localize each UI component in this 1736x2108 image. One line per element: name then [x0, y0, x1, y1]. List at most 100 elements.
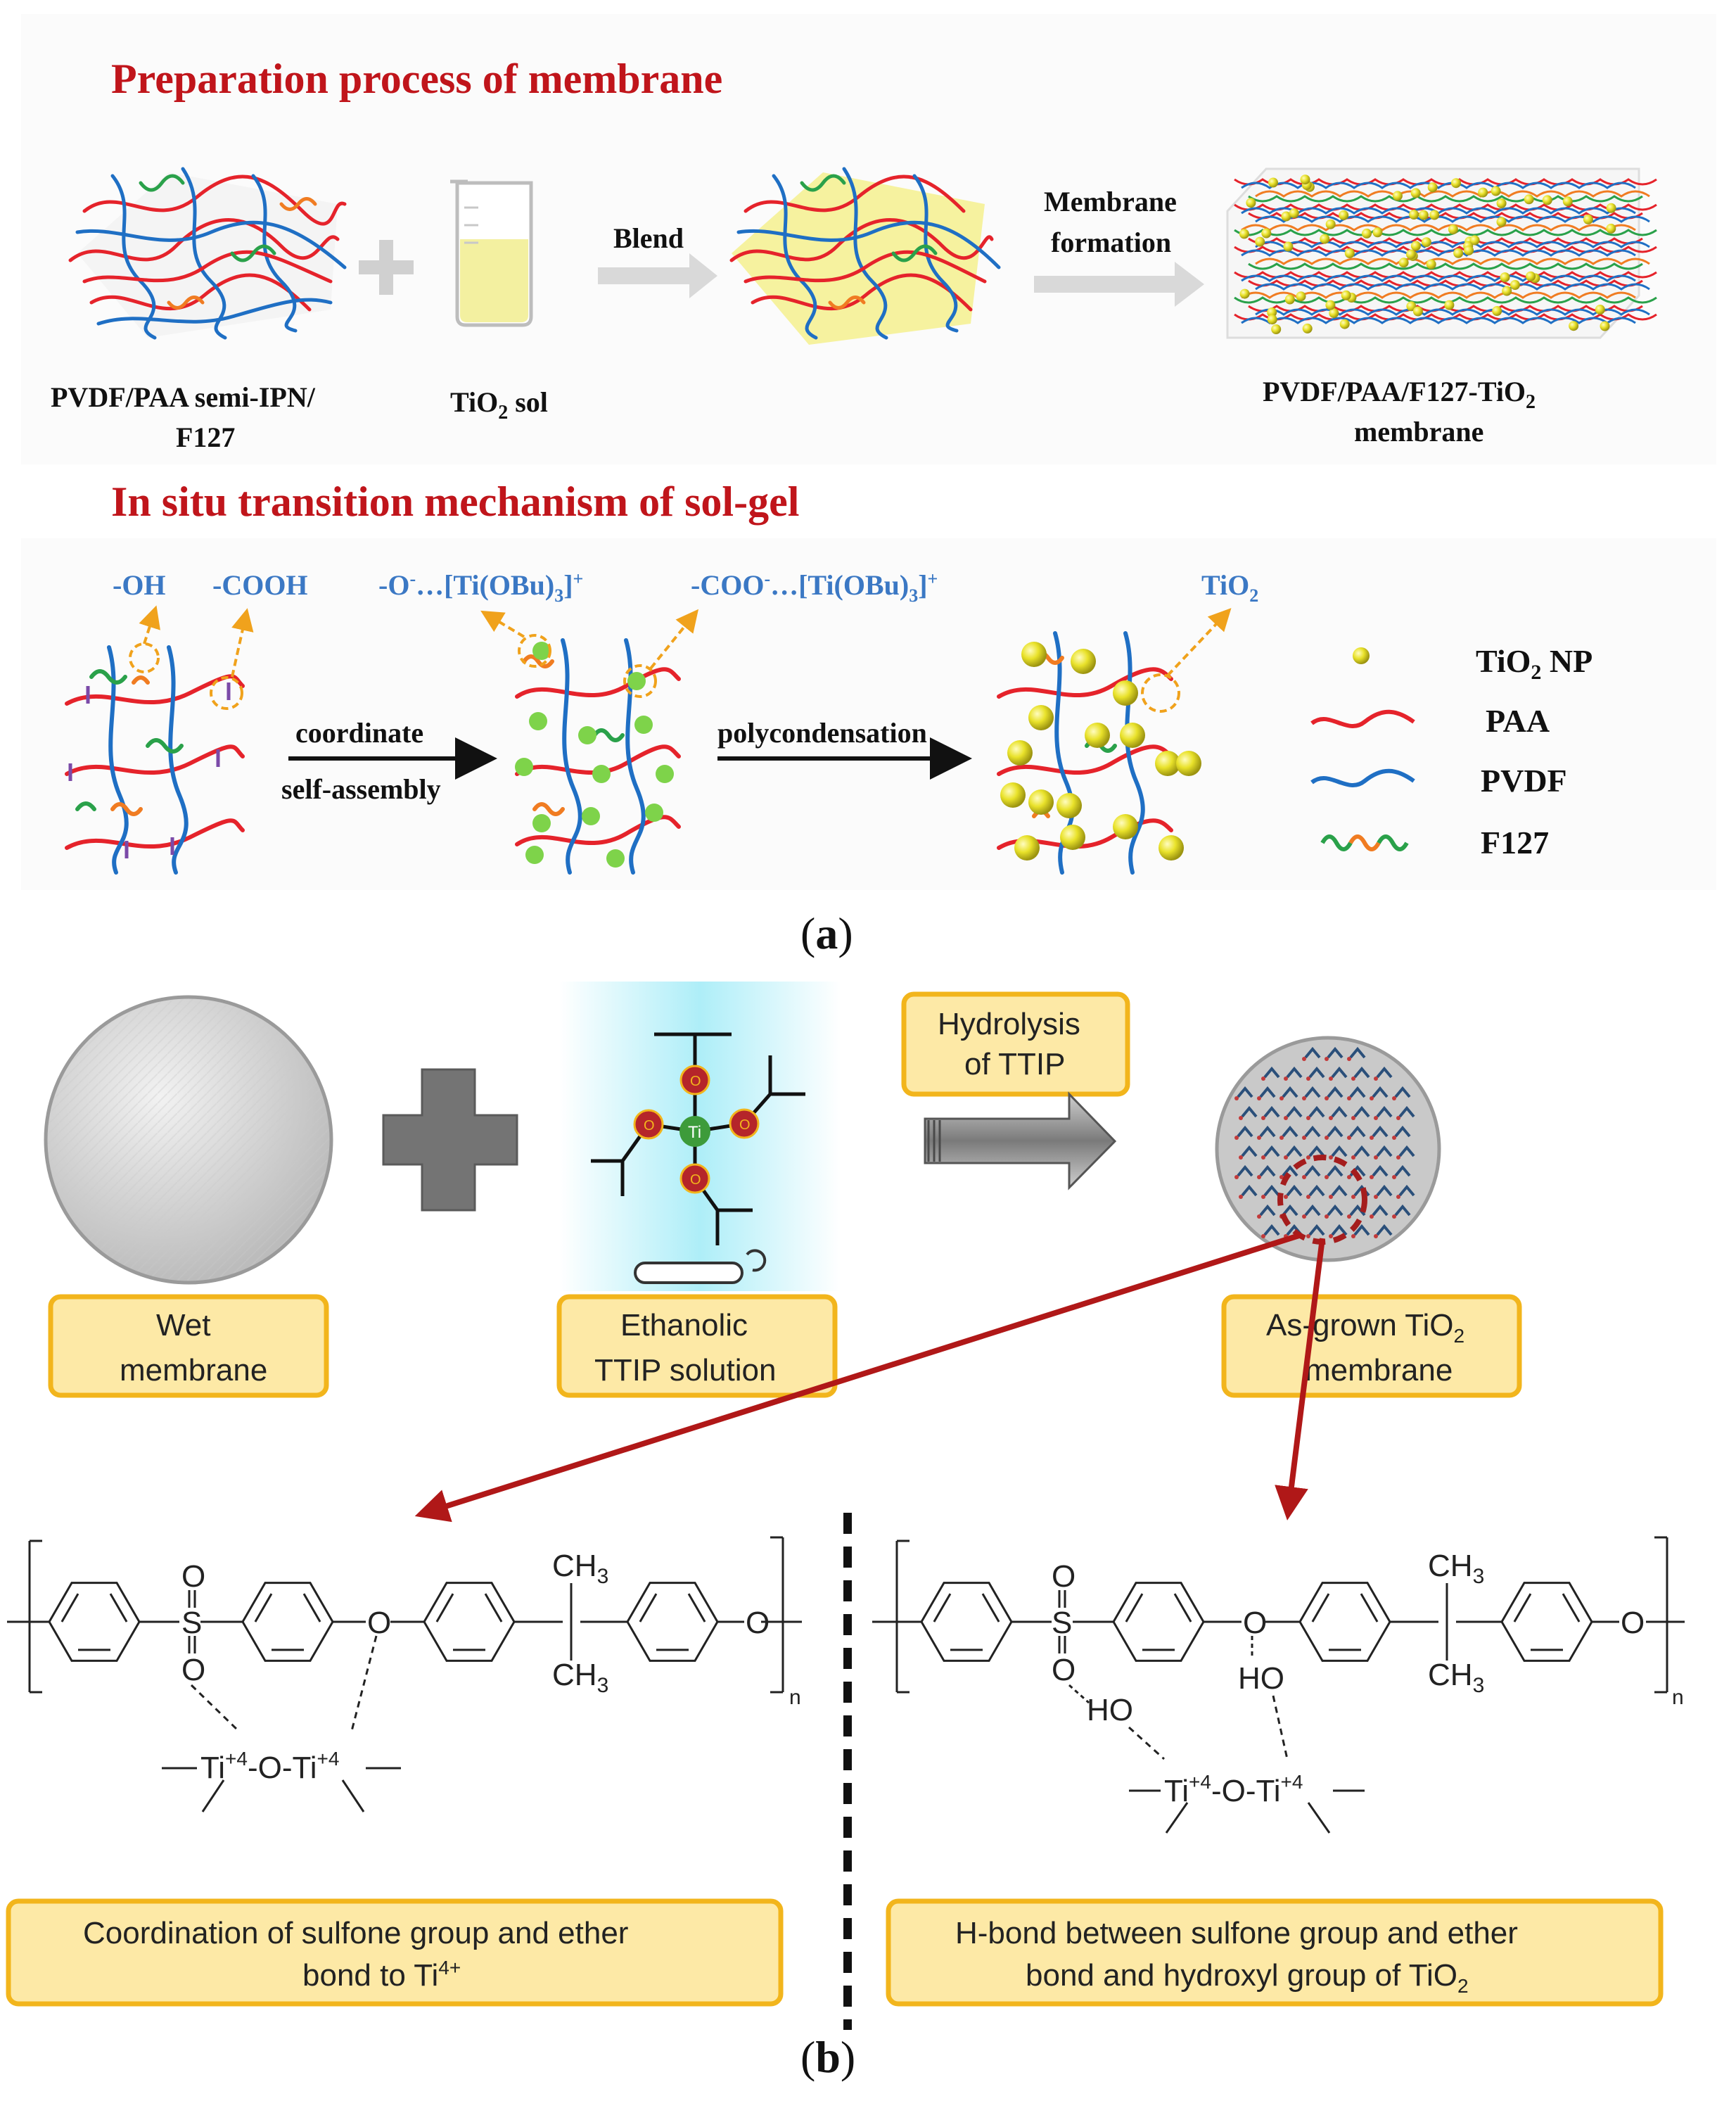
tio2-particle-icon [1255, 236, 1265, 247]
tio2-label: TiO2 [1201, 569, 1258, 606]
ti-atom-label: Ti [688, 1123, 701, 1142]
tio2-particle-icon [1300, 174, 1310, 185]
left-ch3-bottom: CH3 [552, 1658, 608, 1697]
tio2-site-icon [1304, 1204, 1321, 1217]
tio2-site-icon [1353, 1066, 1370, 1079]
wet-membrane-box: Wet membrane [48, 1294, 329, 1398]
tio2-nanoparticle-icon [1021, 642, 1047, 667]
tio2-site-dot-icon [1284, 1116, 1288, 1120]
composite-membrane-icon [1226, 167, 1657, 339]
tio2-site-dot-icon [1374, 1195, 1378, 1199]
legend: TiO2 NP PAA PVDF F127 [1310, 643, 1593, 861]
tio2-particle-icon [1372, 227, 1383, 238]
tio2-site-icon [1376, 1224, 1393, 1236]
right-polymer-structure: S O O O O CH3 CH3 n HO HO Ti+4-O-Ti+4 [872, 1536, 1685, 1834]
coordination-label-1: Coordination of sulfone group and ether [83, 1916, 628, 1950]
ring-double-bond-icon [687, 1593, 706, 1623]
tio2-site-icon [1376, 1105, 1393, 1118]
paa-chain-icon [1310, 709, 1415, 728]
h-bond-box: H-bond between sulfone group and ether b… [886, 1898, 1664, 2007]
tio2-site-dot-icon [1370, 1136, 1374, 1140]
tio2-site-dot-icon [1396, 1155, 1400, 1160]
tio2-site-dot-icon [1279, 1136, 1284, 1140]
tio2-site-dot-icon [1392, 1214, 1396, 1219]
tio2-nanoparticle-icon [1060, 825, 1085, 850]
coordinate-label: coordinate [295, 717, 423, 749]
tio2-particle-icon [1426, 259, 1436, 269]
stir-bar-icon [634, 1249, 767, 1284]
tio2-site-icon [1372, 1164, 1389, 1177]
tio2-site-icon [1263, 1145, 1280, 1157]
ring-double-bond-icon [1360, 1593, 1379, 1623]
tio2-particle-icon [1491, 186, 1501, 196]
cooh-group-label: -COOH [212, 569, 308, 601]
tio2-site-dot-icon [1374, 1234, 1378, 1238]
tio2-nanoparticle-icon [1113, 680, 1138, 706]
tio2-site-dot-icon [1329, 1155, 1333, 1160]
tio2-site-icon [1376, 1184, 1393, 1197]
tio2-site-dot-icon [1261, 1077, 1265, 1081]
o-atom-label-bottom: O [690, 1172, 701, 1188]
tio2-particle-icon [1526, 271, 1536, 281]
tio2-site-dot-icon [1370, 1096, 1374, 1100]
tio2-nanoparticle-icon [1120, 723, 1145, 748]
tio2-site-dot-icon [1347, 1136, 1351, 1140]
green-complex-dots-icon [515, 642, 674, 868]
right-structure-rings [920, 1582, 1593, 1662]
tio2-site-icon [1394, 1125, 1411, 1138]
tio2-particle-icon [1451, 178, 1461, 189]
blend-arrow-icon [598, 253, 717, 298]
tio2-site-dot-icon [1347, 1175, 1351, 1179]
hydrolysis-box: Hydrolysis of TTIP [901, 991, 1130, 1097]
tio2-particle-icon [1418, 210, 1429, 220]
tio2-particle-icon [1453, 248, 1464, 258]
tio2-site-dot-icon [1370, 1175, 1374, 1179]
hydrolysis-arrow-icon [924, 1091, 1117, 1190]
tio2-site-dot-icon [1351, 1195, 1355, 1199]
sol-gel-title: In situ transition mechanism of sol-gel [111, 478, 799, 525]
tio2-particle-icon [1289, 208, 1299, 219]
tio2-particle-icon [1583, 214, 1593, 224]
self-assembly-label: self-assembly [281, 773, 441, 805]
tio2-site-icon [1331, 1184, 1348, 1197]
tio2-particle-icon [1284, 294, 1295, 305]
tio2-site-dot-icon [1347, 1096, 1351, 1100]
ttip-solution-label: TTIP solution [594, 1353, 776, 1388]
tio2-nanoparticle-icon [1176, 751, 1201, 776]
tio2-site-icon [1331, 1224, 1348, 1236]
left-sulfone-o-bottom: O [181, 1653, 205, 1687]
tio2-nanoparticle-icon [1028, 705, 1054, 730]
legend-label-paa: PAA [1486, 703, 1550, 739]
tio2-particle-icon [1268, 177, 1278, 188]
tio2-site-dot-icon [1374, 1116, 1378, 1120]
tio2-particle-icon [1267, 307, 1277, 317]
hydrolysis-label-1: Hydrolysis [938, 1007, 1080, 1041]
tio2-site-icon [1398, 1145, 1415, 1157]
tio2-site-dot-icon [1370, 1214, 1374, 1219]
tio2-particle-icon [1606, 223, 1616, 234]
tio2-site-icon [1259, 1204, 1276, 1217]
tio2-site-icon [1376, 1066, 1393, 1079]
wet-membrane-label: membrane [120, 1353, 267, 1388]
tio2-particle-icon [1510, 280, 1520, 290]
tio2-site-dot-icon [1392, 1136, 1396, 1140]
benzene-ring-icon [626, 1582, 719, 1662]
tio2-site-icon [1394, 1164, 1411, 1177]
as-grown-membrane-box: As-grown TiO2 membrane [1221, 1294, 1522, 1398]
f127-chain-icon [1320, 834, 1409, 851]
ring-double-bond-icon [1513, 1593, 1532, 1623]
tio2-site-dot-icon [1325, 1096, 1329, 1100]
tio2-site-dot-icon [1351, 1234, 1355, 1238]
ring-double-bond-icon [484, 1593, 503, 1623]
tio2-site-dot-icon [1261, 1116, 1265, 1120]
tio2-particle-icon [1448, 224, 1458, 234]
left-ch3-top: CH3 [552, 1549, 608, 1588]
tio2-particle-icon [1398, 258, 1409, 268]
tio2-site-icon [1259, 1164, 1276, 1177]
tio2-site-dot-icon [1325, 1214, 1329, 1219]
tio2-particle-icon [1469, 235, 1480, 246]
legend-label-f127: F127 [1481, 825, 1549, 861]
tio2-site-dot-icon [1329, 1234, 1333, 1238]
benzene-ring-icon [920, 1582, 1013, 1662]
tio2-site-dot-icon [1325, 1136, 1329, 1140]
